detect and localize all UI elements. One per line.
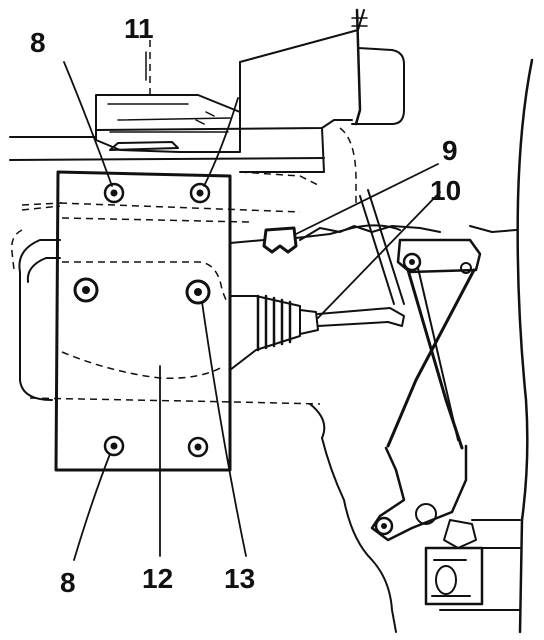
leader-8-top xyxy=(63,61,113,187)
hidden-lines xyxy=(21,171,321,405)
cable-clip xyxy=(229,224,401,254)
shift-cable xyxy=(317,307,405,327)
callout-12: 12 xyxy=(142,563,173,594)
horizontal-rails xyxy=(9,119,357,205)
upper-right-housing xyxy=(239,8,405,126)
callout-9: 9 xyxy=(442,135,458,166)
callout-8-bottom: 8 xyxy=(60,567,76,598)
bolts xyxy=(73,182,211,458)
leader-9 xyxy=(295,163,439,235)
leader-8-bottom xyxy=(73,453,111,561)
upper-bracket xyxy=(95,40,241,153)
callout-13: 13 xyxy=(224,563,255,594)
leader-13-top xyxy=(203,97,239,187)
callout-8-top: 8 xyxy=(30,27,46,58)
bolt-top-left xyxy=(103,182,125,204)
lower-chassis xyxy=(299,225,521,633)
bolt-bottom-right xyxy=(187,436,209,458)
chassis-edge xyxy=(516,58,534,634)
left-tube xyxy=(10,205,61,401)
leader-lines xyxy=(63,51,441,561)
rubber-boot xyxy=(229,294,319,371)
callout-10: 10 xyxy=(430,175,461,206)
leader-13 xyxy=(201,301,247,557)
bolt-middle-left xyxy=(73,277,99,303)
linkage-mechanism xyxy=(359,189,484,606)
callouts: 8 11 9 10 8 12 13 xyxy=(30,13,461,598)
callout-11: 11 xyxy=(124,13,154,44)
leader-10 xyxy=(317,191,441,319)
bolt-top-right xyxy=(189,182,211,204)
bolt-bottom-left xyxy=(103,435,125,457)
bolt-middle-right xyxy=(185,279,211,305)
